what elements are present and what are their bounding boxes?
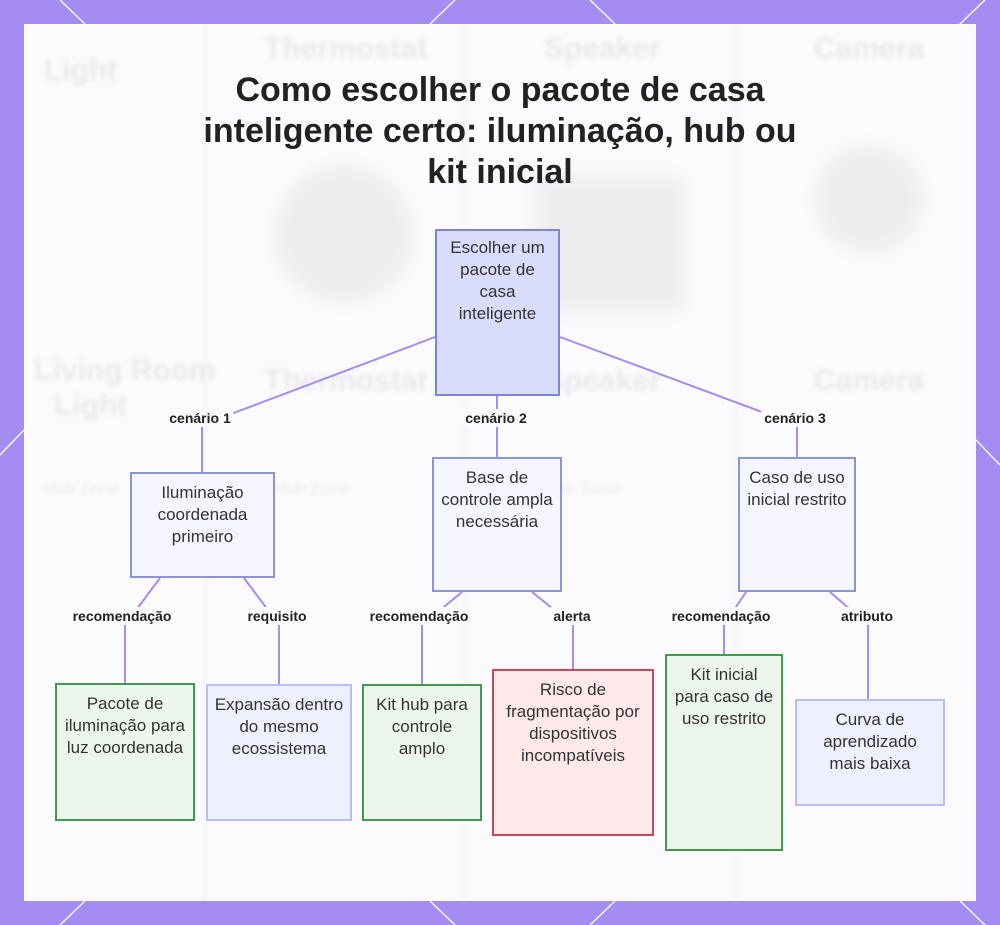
edge-usecase-starter: [723, 591, 747, 654]
node-hub-kit: Kit hub para controle amplo: [362, 684, 482, 821]
node-broad-control: Base de controle ampla necessária: [432, 457, 562, 592]
node-usecase-label: Caso de uso inicial restrito: [747, 468, 847, 509]
node-expansion-label: Expansão dentro do mesmo ecossistema: [214, 695, 344, 758]
edge-control-hubkit: [421, 591, 463, 684]
node-root-label: Escolher um pacote de casa inteligente: [450, 238, 545, 323]
node-control-label: Base de controle ampla necessária: [441, 468, 553, 531]
edge-control-fragment: [531, 591, 574, 669]
edge-lighting-pack: [124, 577, 161, 683]
edge-root-lighting: [201, 336, 436, 472]
edge-label-attribute-3: atributo: [837, 607, 897, 625]
node-lighting-label: Iluminação coordenada primeiro: [157, 483, 248, 546]
node-lighting-pack: Pacote de iluminação para luz coordenada: [55, 683, 195, 821]
edge-label-alert-2: alerta: [550, 607, 594, 625]
edge-label-scenario-2: cenário 2: [462, 409, 530, 427]
edge-label-recommendation-2: recomendação: [366, 607, 472, 625]
edge-label-recommendation-1: recomendação: [69, 607, 175, 625]
node-fragmentation-risk: Risco de fragmentação por dispositivos i…: [492, 669, 654, 836]
page-title: Como escolher o pacote de casa inteligen…: [203, 71, 797, 191]
edge-label-scenario-1: cenário 1: [166, 409, 234, 427]
node-starter-kit-label: Kit inicial para caso de uso restrito: [674, 665, 774, 728]
node-learning-curve-label: Curva de aprendizado mais baixa: [823, 710, 917, 773]
node-ecosystem-expansion: Expansão dentro do mesmo ecossistema: [206, 684, 352, 821]
edge-label-recommendation-3: recomendação: [668, 607, 774, 625]
edge-usecase-learning: [829, 591, 869, 699]
node-lighting-pack-label: Pacote de iluminação para luz coordenada: [64, 694, 185, 757]
node-lighting-first: Iluminação coordenada primeiro: [130, 472, 275, 578]
node-restricted-use-case: Caso de uso inicial restrito: [738, 457, 856, 592]
node-fragmentation-label: Risco de fragmentação por dispositivos i…: [506, 680, 640, 765]
edge-label-scenario-3: cenário 3: [761, 409, 829, 427]
node-root-choose-package: Escolher um pacote de casa inteligente: [435, 229, 560, 396]
edge-label-requirement-1: requisito: [244, 607, 310, 625]
edge-lighting-expansion: [243, 577, 280, 684]
node-starter-kit: Kit inicial para caso de uso restrito: [665, 654, 783, 851]
edge-root-usecase: [559, 336, 798, 457]
node-learning-curve: Curva de aprendizado mais baixa: [795, 699, 945, 806]
node-hub-kit-label: Kit hub para controle amplo: [376, 695, 468, 758]
